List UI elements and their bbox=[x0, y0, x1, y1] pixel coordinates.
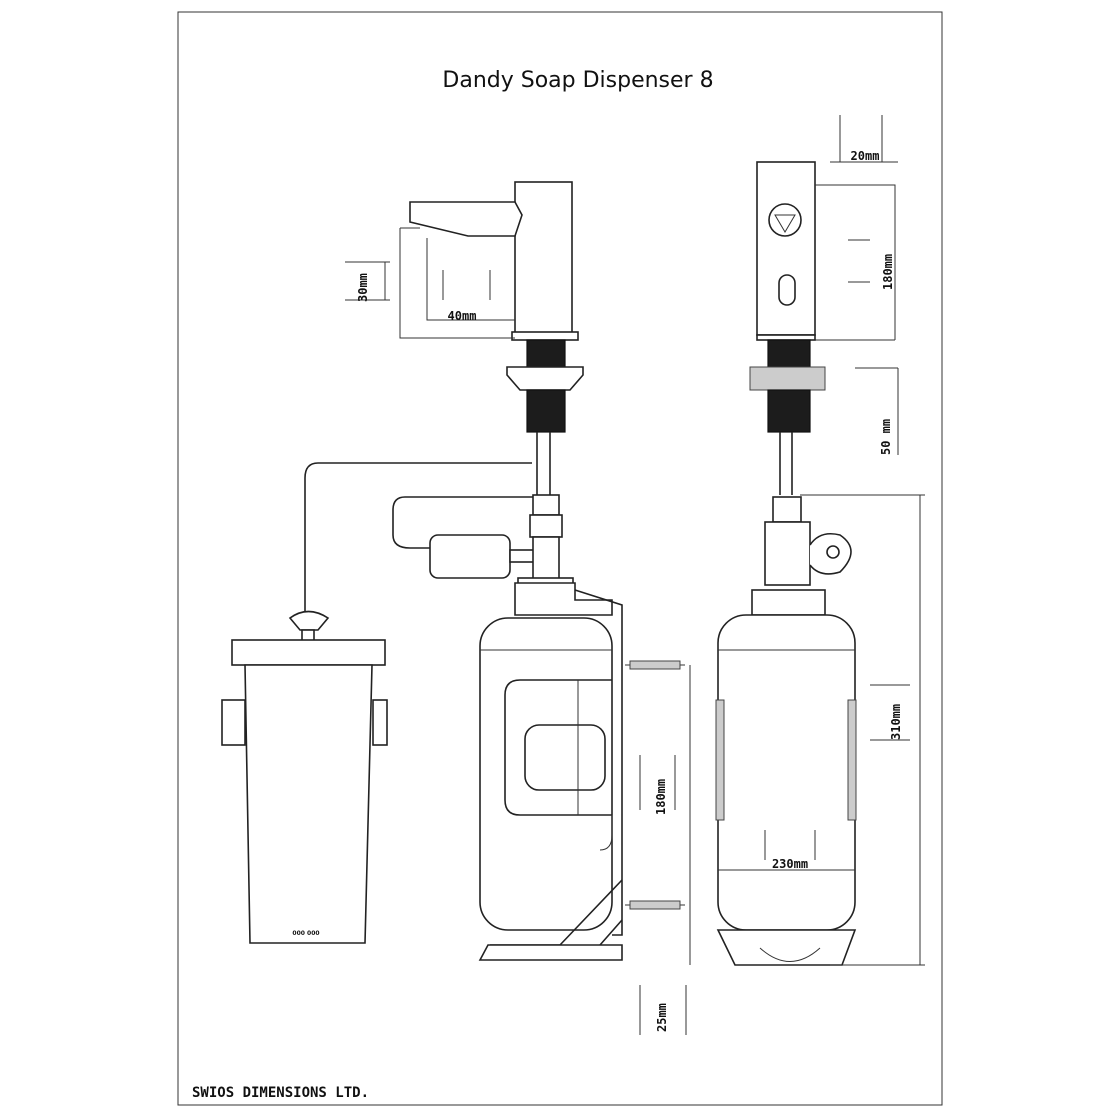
dim-stem-length: 50 mm bbox=[879, 419, 893, 455]
dim-bottle-height: 180mm bbox=[654, 779, 668, 815]
supply-tube bbox=[304, 462, 532, 612]
dim-top-width: 20mm bbox=[851, 149, 880, 163]
bottle-side-view: 180mm 25mm bbox=[478, 582, 691, 1035]
dim-body-height: 180mm bbox=[881, 254, 895, 290]
refill-label: 000 000 bbox=[292, 930, 319, 937]
dim-spout-depth: 40mm bbox=[448, 309, 477, 323]
faucet-front-view: 40mm 30mm bbox=[304, 181, 584, 612]
footer-text: SWIOS DIMENSIONS LTD. bbox=[192, 1085, 369, 1101]
spout bbox=[409, 201, 523, 237]
dim-bracket-offset: 25mm bbox=[655, 1003, 669, 1032]
dim-bottle-width: 230mm bbox=[772, 857, 808, 871]
page-border bbox=[177, 11, 943, 1106]
dim-spout-height: 30mm bbox=[356, 273, 370, 302]
faucet-side-view: 20mm 180mm 50 mm 230mm 310mm bbox=[715, 115, 925, 966]
pump-motor bbox=[429, 534, 511, 579]
dim-overall-height: 310mm bbox=[889, 704, 903, 740]
drawing-title: Dandy Soap Dispenser 8 bbox=[442, 68, 713, 93]
refill-cartridge: 000 000 bbox=[221, 610, 388, 944]
